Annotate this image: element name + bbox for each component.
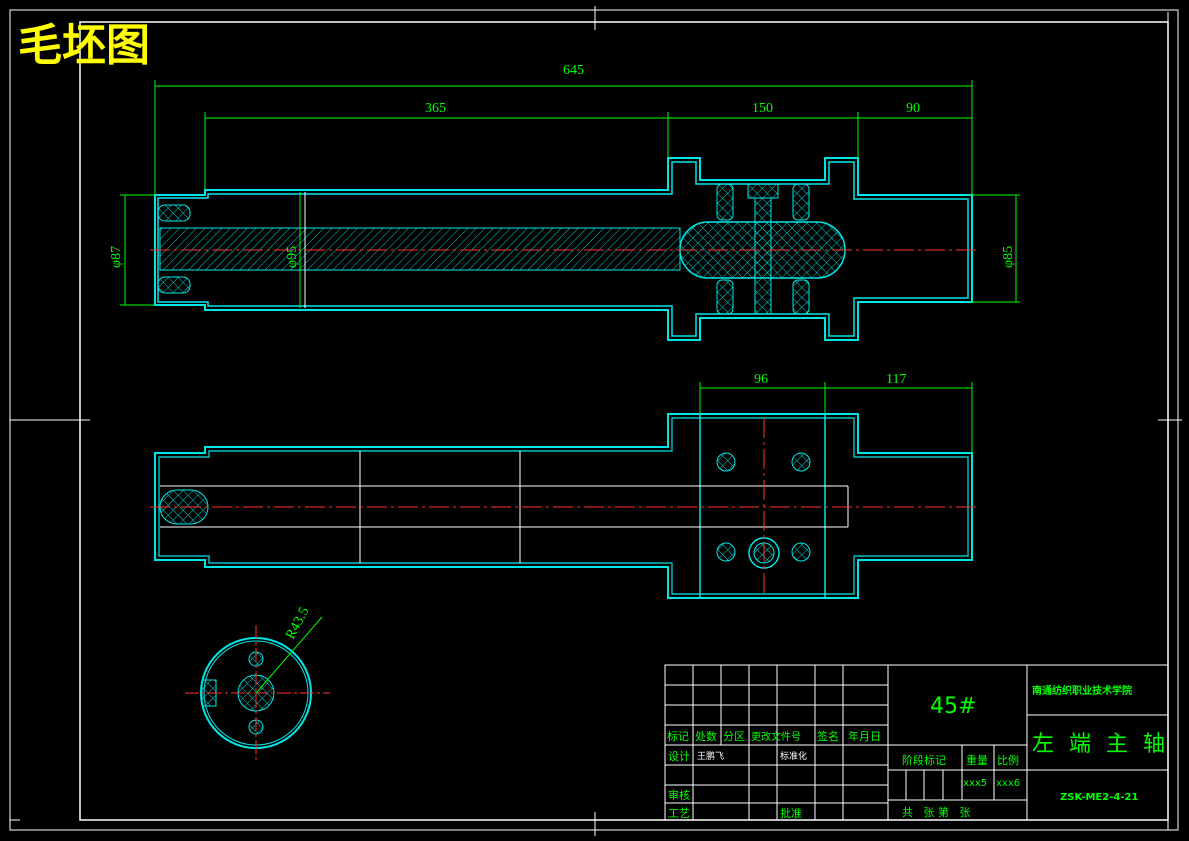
- design-label: 设计: [668, 750, 690, 763]
- hdr-mark: 标记: [667, 729, 689, 743]
- hdr-signature: 签名: [817, 729, 839, 743]
- weight-label: 重量: [966, 753, 988, 767]
- dim-right-diameter: φ85: [1001, 246, 1016, 268]
- dim-overall-length: 645: [563, 63, 584, 78]
- standardize-label: 标准化: [780, 750, 807, 762]
- hdr-date: 年月日: [848, 729, 881, 743]
- approve-label: 批准: [780, 806, 802, 820]
- dim-radius: R43.5: [283, 605, 312, 642]
- hdr-count: 处数: [695, 730, 717, 743]
- title-block: [664, 664, 1169, 821]
- dim-right-length: 90: [906, 101, 920, 116]
- part-name: 左 端 主 轴: [1032, 732, 1169, 757]
- dim-hole-spacing: 96: [754, 372, 768, 387]
- end-view: [185, 616, 330, 760]
- review-label: 审核: [668, 788, 690, 802]
- front-section-view: [150, 157, 980, 341]
- institution-name: 南通纺织职业技术学院: [1032, 684, 1132, 697]
- drawing-title: 毛坯图: [18, 20, 150, 71]
- material-label: 45#: [930, 694, 976, 719]
- weight-value: xxx5: [963, 778, 987, 789]
- drawing-number: ZSK-ME2-4-21: [1060, 792, 1138, 803]
- scale-value: xxx6: [996, 778, 1020, 789]
- dim-middle-length: 150: [752, 101, 773, 116]
- sheet-frame: [9, 6, 1182, 836]
- dim-left-diameter: φ87: [109, 246, 124, 268]
- scale-label: 比例: [997, 753, 1019, 767]
- top-dimensions: [699, 382, 973, 453]
- top-view: [150, 413, 980, 599]
- front-dimensions: [120, 80, 1020, 308]
- stage-label: 阶段标记: [902, 753, 946, 767]
- process-label: 工艺: [668, 807, 690, 820]
- dim-left-length: 365: [425, 101, 446, 116]
- sheets-label: 共 张 第 张: [902, 805, 970, 819]
- hdr-zone: 分区: [723, 730, 745, 743]
- dim-bore-diameter: φ95: [285, 246, 300, 268]
- designer-name: 王鹏飞: [697, 750, 724, 762]
- hdr-change-doc: 更改文件号: [751, 730, 801, 743]
- dim-end-length: 117: [886, 372, 906, 387]
